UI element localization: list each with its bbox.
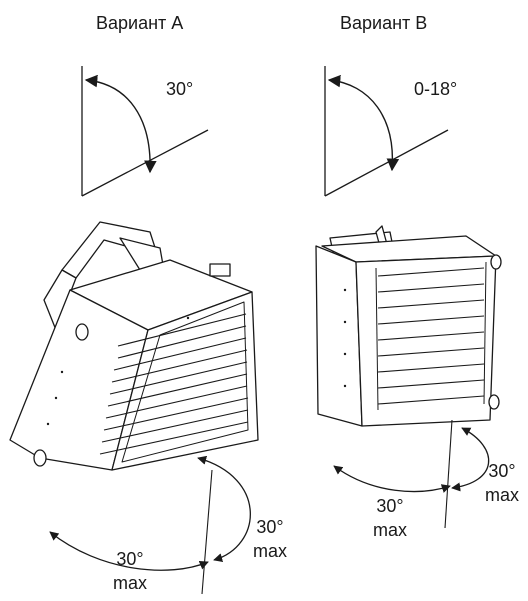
variant-b-angle-glyph bbox=[324, 66, 449, 197]
variant-a-rotation-value: 30° bbox=[256, 517, 284, 537]
variant-a-tilt-angle: 30° bbox=[166, 79, 194, 99]
heater-unit-b bbox=[315, 225, 502, 427]
variant-b-swing-value: 30° bbox=[376, 496, 404, 516]
variant-b-rotation-arrows bbox=[333, 419, 490, 529]
variant-b-swing-unit: max bbox=[372, 520, 407, 540]
variant-a-title: Вариант А bbox=[96, 13, 184, 33]
variant-b-tilt-angle: 0-18° bbox=[414, 79, 458, 99]
variant-a-rotation-unit: max bbox=[252, 541, 287, 561]
variant-b-rotation-unit: max bbox=[484, 485, 519, 505]
heater-unit-a bbox=[9, 221, 259, 471]
variant-a-swing-unit: max bbox=[112, 573, 147, 593]
variant-b-title: Вариант B bbox=[340, 13, 428, 33]
variant-a-rotation-arrows bbox=[49, 455, 251, 595]
variant-b-rotation-value: 30° bbox=[488, 461, 516, 481]
variant-a-angle-glyph bbox=[81, 66, 209, 197]
